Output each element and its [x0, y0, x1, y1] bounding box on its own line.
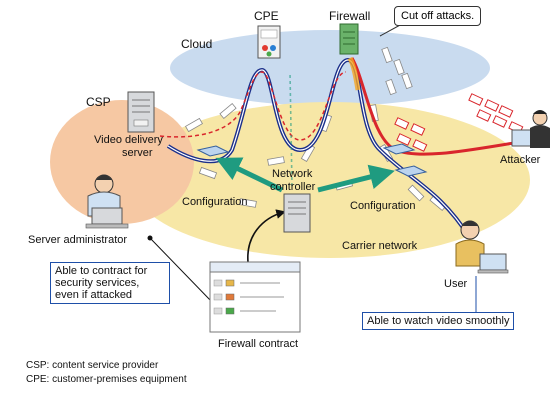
contract-arrow [247, 209, 286, 263]
legend-csp-definition: CSP: content service provider [26, 360, 159, 371]
security-services-line1: Able to contract for [55, 265, 148, 277]
video-delivery-server-label-line2: server [122, 147, 153, 159]
attacker-icon [511, 110, 550, 148]
attacker-label: Attacker [500, 154, 541, 166]
attack-packets [394, 93, 524, 152]
network-controller-icon [283, 193, 311, 233]
service-route-dashed [159, 71, 347, 141]
security-services-line2: security services, [55, 277, 140, 289]
blocked-glow [347, 56, 361, 91]
firewall-label: Firewall [329, 9, 371, 23]
carrier-network-label: Carrier network [342, 240, 418, 252]
security-services-line3: even if attacked [55, 289, 133, 301]
watch-video-callout: Able to watch video smoothly [362, 312, 515, 330]
server-administrator-icon [85, 174, 129, 229]
carrier-network-region [130, 102, 530, 258]
video-route-highlight [167, 59, 471, 239]
cut-off-attacks-callout: Cut off attacks. [394, 6, 482, 26]
admin-callout-connector [149, 237, 213, 303]
firewall-contract-label: Firewall contract [218, 338, 299, 350]
user-label: User [444, 278, 468, 290]
cpe-label: CPE [254, 9, 279, 23]
security-services-callout: Able to contract for security services, … [50, 262, 170, 304]
csp-label: CSP [86, 95, 111, 109]
server-administrator-label: Server administrator [28, 234, 128, 246]
csp-region [50, 100, 194, 224]
switch-icons [196, 143, 428, 177]
user-icon [455, 220, 509, 274]
legend-cpe-definition: CPE: customer-premises equipment [26, 374, 187, 385]
firewall-device-icon [339, 23, 359, 55]
config-arrow-right [317, 164, 395, 193]
video-server-icon [127, 91, 155, 133]
admin-callout-dot [147, 235, 153, 241]
cloud-label: Cloud [181, 37, 213, 51]
config-arrow-left [215, 157, 284, 193]
cpe-device-icon [257, 25, 281, 59]
network-controller-label-line2: controller [270, 181, 316, 193]
config-arrow-up [289, 71, 293, 187]
configuration-right-label: Configuration [350, 200, 416, 212]
firewall-contract-sheet-icon [209, 261, 301, 333]
video-delivery-server-label-line1: Video delivery [94, 134, 163, 146]
network-controller-label-line1: Network [272, 168, 313, 180]
attack-callout-connector [379, 23, 403, 37]
configuration-left-label: Configuration [182, 196, 248, 208]
